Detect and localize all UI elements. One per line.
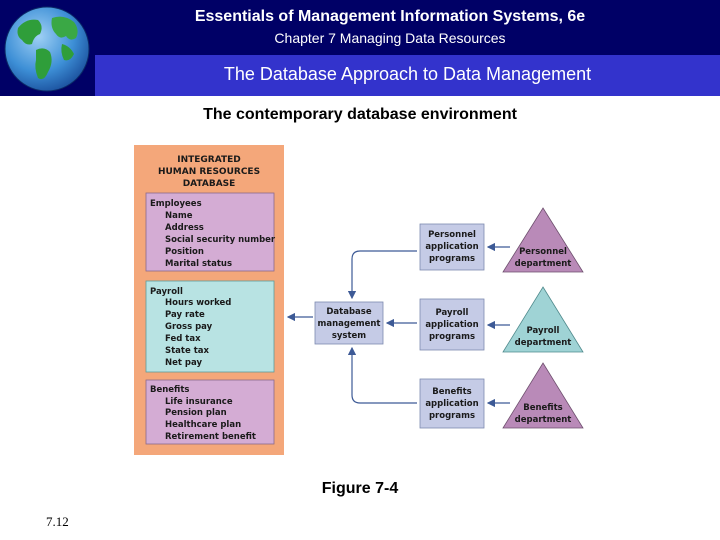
figure-caption: Figure 7-4 [321, 480, 399, 497]
course-title: Essentials of Management Information Sys… [194, 8, 586, 25]
diagram-svg: INTEGRATED HUMAN RESOURCES DATABASE Empl… [134, 145, 584, 455]
dbms-label: Database [326, 307, 371, 317]
personnel-dept-label: Personnel [519, 247, 567, 257]
benefits-app-box [419, 378, 485, 429]
employees-box [145, 192, 275, 272]
globe-icon [4, 6, 90, 92]
database-environment-diagram: INTEGRATED HUMAN RESOURCES DATABASE Empl… [134, 145, 586, 462]
section-title: The Database Approach to Data Management [223, 64, 592, 84]
benefits-field: Pension plan [165, 408, 227, 418]
benefits-app-label: Benefits [432, 387, 471, 397]
dbms-label: management [318, 319, 381, 329]
payroll-app-label: application [425, 320, 478, 330]
payroll-dept-label: Payroll [527, 326, 560, 336]
db-title-line2: HUMAN RESOURCES [158, 167, 260, 177]
employees-heading: Employees [150, 199, 202, 209]
slide-header [0, 0, 720, 55]
payroll-field: Hours worked [165, 298, 231, 308]
db-title-line1: INTEGRATED [177, 155, 241, 165]
payroll-field: State tax [165, 346, 210, 356]
payroll-dept-label: department [515, 338, 572, 348]
dbms-label: system [332, 331, 366, 341]
payroll-field: Gross pay [165, 322, 213, 332]
chapter-title: Chapter 7 Managing Data Resources [274, 30, 506, 46]
benefits-dept-label: department [515, 415, 572, 425]
payroll-field: Net pay [165, 358, 202, 368]
slide-number: 7.12 [46, 514, 69, 529]
payroll-app-label: Payroll [436, 308, 469, 318]
dbms-box [314, 301, 384, 345]
employees-field: Position [165, 247, 204, 257]
benefits-app-label: programs [429, 411, 475, 421]
employees-field: Address [165, 223, 204, 233]
payroll-department-triangle [502, 286, 584, 353]
payroll-heading: Payroll [150, 287, 183, 297]
section-band: The Database Approach to Data Management [95, 55, 720, 96]
benefits-app-label: application [425, 399, 478, 409]
benefits-field: Healthcare plan [165, 420, 241, 430]
benefits-department-triangle [502, 362, 584, 429]
globe-logo [0, 0, 95, 96]
employees-field: Social security number [165, 235, 276, 245]
benefits-field: Life insurance [165, 397, 233, 407]
slide-subtitle: The contemporary database environment [203, 106, 517, 123]
benefits-box [145, 379, 275, 445]
payroll-app-label: programs [429, 332, 475, 342]
payroll-app-box [419, 298, 485, 351]
personnel-app-label: programs [429, 254, 475, 264]
personnel-app-label: application [425, 242, 478, 252]
personnel-app-label: Personnel [428, 230, 476, 240]
benefits-app-to-dbms-arrow [347, 346, 417, 404]
employees-field: Name [165, 211, 193, 221]
benefits-field: Retirement benefit [165, 432, 256, 442]
personnel-dept-label: department [515, 259, 572, 269]
personnel-department-triangle [502, 207, 584, 273]
employees-field: Marital status [165, 259, 232, 269]
benefits-heading: Benefits [150, 385, 189, 395]
personnel-app-box [419, 223, 485, 271]
payroll-box [145, 280, 275, 373]
db-title-line3: DATABASE [183, 179, 236, 189]
payroll-field: Fed tax [165, 334, 201, 344]
payroll-field: Pay rate [165, 310, 205, 320]
personnel-app-to-dbms-arrow [347, 250, 417, 300]
benefits-dept-label: Benefits [523, 403, 562, 413]
